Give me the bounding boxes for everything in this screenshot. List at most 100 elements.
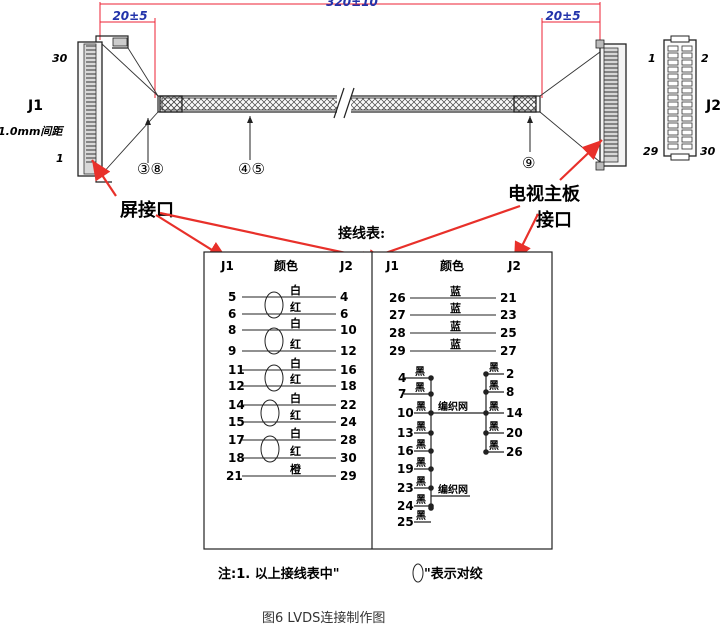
right-header-j2: J2: [507, 259, 521, 273]
wire-color: 黑: [489, 421, 499, 433]
right-rows-lines: [410, 297, 496, 352]
wire-color: 红: [290, 300, 301, 314]
j2-pin: 18: [340, 379, 357, 393]
fanout-left: [101, 43, 159, 175]
right-header-j1: J1: [385, 259, 399, 273]
wire-color: 蓝: [450, 319, 461, 333]
wire-color: 黑: [416, 476, 426, 488]
dim-left-label: 20±5: [112, 9, 147, 23]
ground-left-pin-8: 25: [397, 515, 414, 529]
right-row-0: 26 蓝 21: [389, 284, 517, 305]
wire-color: 黑: [489, 440, 499, 452]
wire-color: 蓝: [450, 301, 461, 315]
j2-face-pin-30: 30: [700, 145, 716, 158]
ground-right-pin-2: 14: [506, 406, 523, 420]
j2-pin: 10: [340, 323, 357, 337]
dim-total-label: 320±10: [326, 0, 378, 9]
right-row-2: 28 蓝 25: [389, 319, 517, 340]
j1-pin: 14: [228, 398, 245, 412]
j2-face-pin-29: 29: [643, 145, 659, 158]
wire-color: 白: [290, 426, 301, 440]
ground-right-pin-4: 26: [506, 445, 523, 459]
ground-left-colors: 黑 黑 黑 黑 黑 黑 黑 黑 黑: [415, 366, 426, 522]
j2-pin: 30: [340, 451, 357, 465]
j1-label: J1: [27, 98, 43, 114]
left-row-5: 12 红 18: [228, 372, 357, 393]
j1-pin: 11: [228, 363, 245, 377]
wire-color: 蓝: [450, 337, 461, 351]
j1-pin: 29: [389, 344, 406, 358]
wire-color: 白: [290, 391, 301, 405]
j2-pin: 6: [340, 307, 348, 321]
wire-color: 黑: [416, 457, 426, 469]
j1-pin: 27: [389, 308, 406, 322]
ground-right-pin-3: 20: [506, 426, 523, 440]
left-row-7: 15 红 24: [228, 408, 357, 429]
j2-face-pin-1: 1: [648, 52, 656, 65]
ground-left-pin-5: 19: [397, 462, 414, 476]
j2-pin: 16: [340, 363, 357, 377]
ground-left-pin-6: 23: [397, 481, 414, 495]
j1-pin-1: 1: [56, 152, 64, 165]
wire-color: 黑: [489, 380, 499, 392]
note-text-suffix: "表示对绞: [424, 566, 483, 582]
j1-pin: 9: [228, 344, 236, 358]
wire-color: 黑: [416, 439, 426, 451]
twisted-pair-note: 注:1. 以上接线表中" "表示对绞: [218, 563, 483, 583]
wire-color: 红: [290, 372, 301, 386]
wire-color: 蓝: [450, 284, 461, 298]
wire-color: 黑: [489, 362, 499, 374]
callout-3-8: ③⑧: [137, 160, 164, 178]
j1-pin: 17: [228, 433, 245, 447]
j2-pin: 22: [340, 398, 357, 412]
left-row-3: 9 红 12: [228, 337, 357, 358]
wire-color: 白: [290, 283, 301, 297]
dim-right-label: 20±5: [545, 9, 580, 23]
callout-9: ⑨: [522, 154, 535, 172]
j1-pin: 26: [389, 291, 406, 305]
dimension-total: 320±10: [99, 0, 601, 40]
tv-board-label-line1: 电视主板: [508, 183, 581, 205]
twisted-pair-symbol: [412, 563, 424, 583]
left-row-0: 5 白 4: [228, 283, 348, 304]
j2-pin: 24: [340, 415, 357, 429]
j2-pin: 27: [500, 344, 517, 358]
note-text-prefix: 注:1. 以上接线表中": [218, 566, 339, 582]
left-row-9: 18 红 30: [228, 444, 357, 465]
wire-color: 黑: [415, 382, 425, 394]
j1-pitch-label: 1.0mm间距: [0, 125, 64, 138]
j2-face-pin-2: 2: [701, 52, 709, 65]
j1-pin: 6: [228, 307, 236, 321]
j1-pin: 8: [228, 323, 236, 337]
right-header-color: 颜色: [440, 258, 464, 273]
j2-pin: 23: [500, 308, 517, 322]
ground-left-pin-7: 24: [397, 499, 414, 513]
j2-pin: 12: [340, 344, 357, 358]
braid-label-upper: 编织网: [438, 400, 468, 413]
wiring-table: J1 颜色 J2 5 白 4: [203, 251, 553, 550]
left-header-color: 颜色: [274, 258, 298, 273]
left-header-j2: J2: [339, 259, 353, 273]
ground-right-pin-1: 8: [506, 385, 514, 399]
right-row-1: 27 蓝 23: [389, 301, 517, 322]
wire-color: 黑: [489, 401, 499, 413]
left-row-10: 21 橙 29: [226, 462, 357, 483]
screen-interface-label: 屏接口: [120, 199, 174, 221]
wire-color: 黑: [416, 494, 426, 506]
j1-connector: 30 1 J1 1.0mm间距: [0, 35, 129, 183]
tv-board-label-line2: 接口: [536, 209, 572, 231]
callout-leaders: [145, 116, 533, 163]
braid-label-lower: 编织网: [438, 483, 468, 496]
j1-pin: 12: [228, 379, 245, 393]
dimension-right: 20±5: [541, 9, 600, 98]
wire-color: 红: [290, 408, 301, 422]
ground-left-pin-0: 4: [398, 371, 406, 385]
wire-color: 黑: [416, 421, 426, 433]
cable-body: [157, 87, 541, 119]
left-row-8: 17 白 28: [228, 426, 357, 447]
j1-pin-30: 30: [52, 52, 68, 65]
ground-bus: [404, 371, 504, 523]
fanout-right: [539, 51, 601, 163]
wire-color: 白: [290, 356, 301, 370]
